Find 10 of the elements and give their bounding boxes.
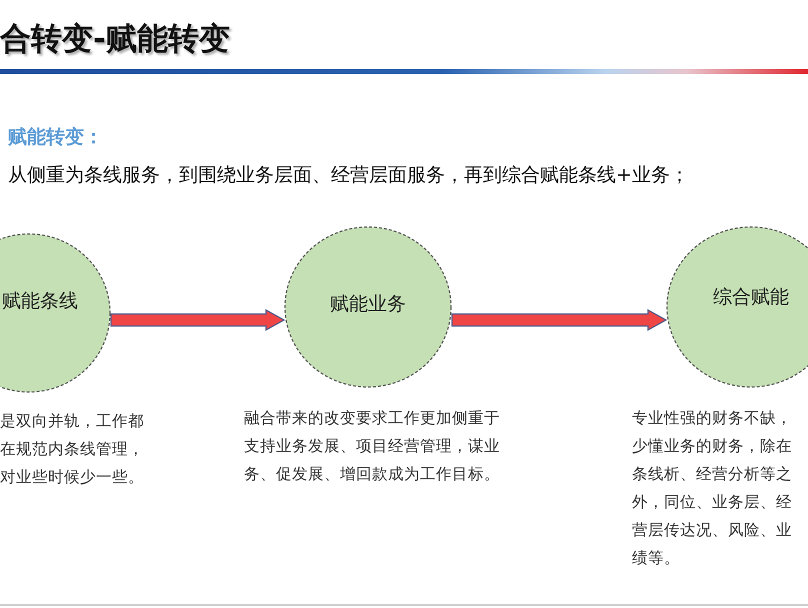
circle-label: 综合赋能 [712,285,790,310]
description-text: 是双向并轨，工作都在规范内条线管理，对业些时候少一些。 [0,411,145,488]
block-arrow [451,308,668,332]
description-text: 融合带来的改变要求工作更加侧重于支持业务发展、项目经营管理，谋业务、促发展、增回款成为工作目标。 [244,408,501,485]
circle-label: 赋能条线 [2,289,78,314]
circle-label: 赋能业务 [329,292,407,317]
block-arrow [110,308,286,332]
intro-text: 从侧重为条线服务，到围绕业务层面、经营层面服务，再到综合赋能条线+业务； [8,163,689,188]
description-text: 专业性强的财务不缺，少懂业务的财务，除在条线析、经营分析等之外，同位、业务层、经营层传达况、风险、业绩等。 [632,408,793,569]
subheading: 赋能转变： [8,125,103,150]
